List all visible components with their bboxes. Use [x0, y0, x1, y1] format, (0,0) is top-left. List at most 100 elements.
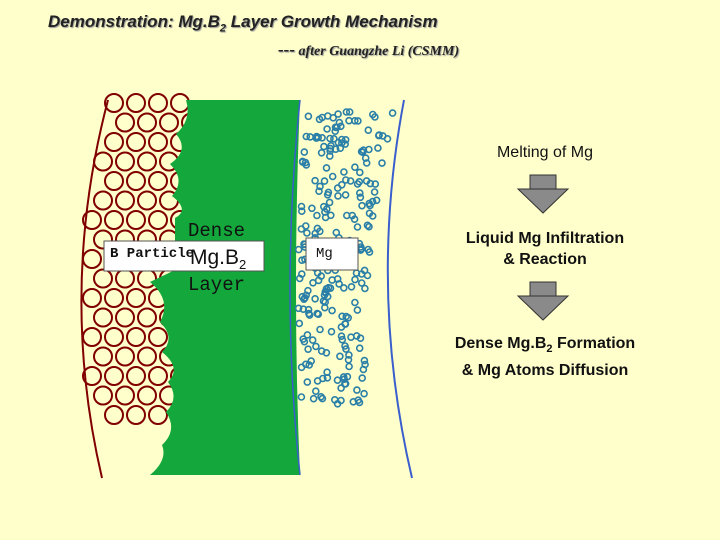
mg-atom — [317, 149, 326, 157]
mg-atom — [351, 163, 359, 171]
mg-atom — [334, 192, 342, 200]
mg-atom — [317, 392, 325, 401]
b-particle — [126, 210, 146, 230]
mg-atom — [335, 118, 344, 127]
mg-atom — [355, 398, 364, 407]
step-melting: Melting of Mg — [496, 144, 594, 161]
right-boundary-line — [386, 99, 413, 479]
b-particle — [126, 405, 146, 425]
mg-atom-field — [294, 108, 397, 408]
b-particle — [93, 190, 113, 211]
mg-atom — [370, 188, 379, 196]
mg-atom — [297, 393, 306, 401]
b-particle — [104, 405, 124, 425]
mg-atom — [303, 331, 312, 339]
b-particle — [93, 151, 113, 172]
mg-atom — [326, 134, 334, 143]
mg-atom — [363, 221, 372, 230]
mg-atom — [302, 291, 311, 300]
b-particle — [137, 385, 157, 406]
mg-atom — [358, 201, 366, 210]
reaction-front-line — [289, 99, 301, 476]
b-particle — [115, 346, 135, 367]
mg-atom — [371, 113, 379, 121]
mg-atom — [388, 109, 397, 117]
mg-atom — [313, 224, 322, 233]
mg-atom — [298, 292, 307, 301]
mg-atom — [316, 182, 324, 191]
mg-atom — [339, 373, 348, 381]
mg-atom — [335, 280, 343, 288]
mg-atom — [333, 376, 342, 385]
b-particle — [93, 229, 113, 250]
mg-atom — [364, 126, 373, 134]
mg-atom — [326, 284, 335, 293]
mg-atom — [336, 352, 344, 361]
b-particle — [148, 210, 168, 230]
mg-atom — [326, 147, 334, 155]
b-particle — [126, 288, 146, 308]
down-arrow-icon — [516, 281, 570, 321]
b-particle — [137, 112, 157, 133]
b-particle — [104, 210, 124, 230]
mg-atom — [300, 337, 309, 346]
page-title: Demonstration: Mg.B2 Layer Growth Mechan… — [48, 12, 438, 35]
mg-atom — [303, 229, 311, 237]
mg-atom — [323, 191, 332, 199]
mg-atom — [314, 276, 323, 285]
b-particle-label: B Particle — [110, 246, 195, 262]
mg-atom — [362, 159, 371, 167]
mg-atom — [297, 207, 306, 215]
mg-atom — [341, 342, 349, 350]
b-particle — [115, 307, 135, 328]
mg-atom — [355, 189, 364, 197]
mg-atom — [350, 117, 359, 125]
mg-atom — [325, 152, 334, 160]
b-particle — [115, 190, 135, 211]
mg-atom — [361, 154, 370, 162]
b-particle — [93, 268, 113, 289]
mg-atom — [318, 374, 327, 383]
b-particle — [104, 171, 124, 191]
mg-atom — [323, 368, 331, 377]
mg-atom — [319, 202, 328, 211]
mg-atom — [371, 180, 380, 188]
mg-atom — [354, 117, 362, 125]
mg-atom — [342, 108, 351, 116]
b-particle — [148, 405, 168, 425]
mg-atom — [301, 360, 310, 369]
mg-atom — [353, 223, 362, 231]
mg-atom — [362, 177, 371, 185]
mg-atom — [298, 158, 307, 166]
mg-atom — [339, 284, 348, 292]
mg-atom — [313, 211, 321, 220]
b-particle — [93, 307, 113, 328]
mg-atom — [355, 344, 364, 353]
mg-atom — [356, 193, 365, 202]
mg-atom — [372, 196, 381, 205]
mg-atom — [332, 228, 341, 237]
mg-atom — [337, 135, 346, 144]
b-particle — [115, 385, 135, 406]
credit-line: --- after Guangzhe Li (CSMM) — [278, 40, 460, 59]
mg-atom — [311, 176, 319, 185]
b-particle — [159, 112, 179, 133]
b-particle — [148, 93, 168, 113]
mg-atom — [301, 222, 310, 230]
b-particle — [126, 366, 146, 386]
b-particle — [104, 327, 124, 347]
mg-atom — [308, 336, 317, 344]
mg-atom — [302, 132, 311, 141]
b-particle — [93, 385, 113, 406]
b-particle — [115, 268, 135, 289]
mg-atom — [366, 201, 374, 210]
b-particle — [104, 366, 124, 386]
b-particle — [137, 346, 157, 367]
dense-label: Dense — [188, 220, 246, 242]
mg-atom — [342, 312, 351, 321]
mg-atom — [331, 127, 340, 135]
mg-atom — [321, 298, 330, 306]
mg-atom — [345, 362, 353, 371]
mg-atom — [300, 148, 309, 156]
